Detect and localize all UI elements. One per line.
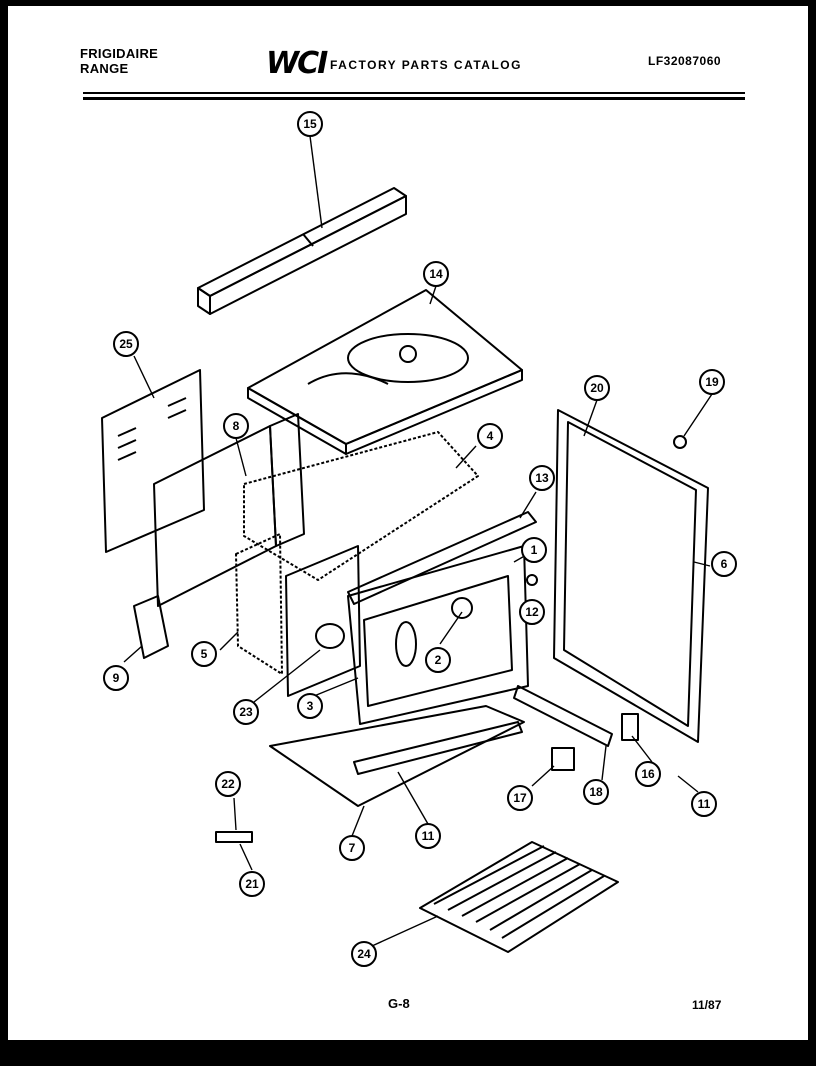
model-number: LF32087060 [648, 54, 722, 68]
callout-5: 5 [191, 641, 217, 667]
callout-label: 17 [513, 791, 527, 805]
page-code: G-8 [388, 996, 410, 1011]
callout-22: 22 [215, 771, 241, 797]
callout-label: 8 [233, 419, 240, 433]
callout-17: 17 [507, 785, 533, 811]
callout-15: 15 [297, 111, 323, 137]
callout-label: 16 [641, 767, 655, 781]
callout-label: 11 [422, 829, 435, 843]
callout-label: 5 [201, 647, 208, 661]
callout-11: 11 [691, 791, 717, 817]
callout-21: 21 [239, 871, 265, 897]
part-side-insulation [235, 533, 283, 675]
callout-24: 24 [351, 941, 377, 967]
callout-8: 8 [223, 413, 249, 439]
callout-label: 15 [303, 117, 317, 131]
callout-label: 7 [349, 841, 356, 855]
part-clip [551, 747, 575, 771]
callout-label: 1 [531, 543, 538, 557]
callout-23: 23 [233, 699, 259, 725]
part-top-trim [197, 187, 407, 315]
part-slide [513, 685, 613, 747]
parts-sheet: FRIGIDAIRE RANGE WCI FACTORY PARTS CATAL… [8, 6, 808, 1040]
part-cooktop [247, 289, 523, 455]
callout-20: 20 [584, 375, 610, 401]
part-side-panel [153, 413, 305, 607]
part-back-panel [101, 369, 205, 553]
callout-3: 3 [297, 693, 323, 719]
callout-label: 23 [239, 705, 253, 719]
callout-2: 2 [425, 647, 451, 673]
part-bracket [133, 595, 169, 659]
callout-label: 19 [705, 375, 719, 389]
callout-11: 11 [415, 823, 441, 849]
callout-label: 12 [525, 605, 539, 619]
callout-label: 3 [307, 699, 314, 713]
product-type: RANGE [80, 61, 129, 76]
date-code: 11/87 [692, 998, 722, 1012]
part-frame-trim [347, 511, 537, 605]
callout-label: 21 [245, 877, 259, 891]
callout-label: 22 [221, 777, 235, 791]
catalog-title: FACTORY PARTS CATALOG [330, 58, 522, 72]
part-oven-liner [285, 545, 361, 697]
part-bottom-panel [269, 705, 525, 807]
callout-25: 25 [113, 331, 139, 357]
part-bottom-rail [353, 721, 523, 775]
part-front-frame [347, 545, 529, 725]
callout-label: 9 [113, 671, 120, 685]
wci-logo: WCI [266, 46, 328, 81]
callout-label: 4 [487, 429, 494, 443]
callout-1: 1 [521, 537, 547, 563]
part-plug [673, 435, 687, 449]
callout-label: 14 [429, 267, 443, 281]
callout-label: 25 [119, 337, 133, 351]
part-leveler [215, 831, 253, 843]
callout-label: 24 [357, 947, 371, 961]
callout-13: 13 [529, 465, 555, 491]
callout-label: 13 [535, 471, 549, 485]
header-rule-thick [83, 97, 745, 100]
exploded-diagram: 1514258420191316125923231617181122711212… [101, 111, 737, 967]
part-grommet [526, 574, 538, 586]
part-oven-rack [419, 841, 619, 953]
callout-16: 16 [635, 761, 661, 787]
callout-9: 9 [103, 665, 129, 691]
callout-label: 20 [590, 381, 604, 395]
part-right-side-panel [553, 409, 709, 743]
callout-label: 6 [721, 557, 728, 571]
leader-lines [123, 135, 713, 947]
callout-14: 14 [423, 261, 449, 287]
callout-18: 18 [583, 779, 609, 805]
callout-label: 2 [435, 653, 442, 667]
part-insulation [243, 431, 479, 581]
callout-4: 4 [477, 423, 503, 449]
brand-name: FRIGIDAIRE [80, 46, 159, 61]
header-rule [83, 92, 745, 94]
callout-12: 12 [519, 599, 545, 625]
callout-label: 18 [589, 785, 603, 799]
callout-6: 6 [711, 551, 737, 577]
callout-7: 7 [339, 835, 365, 861]
callout-label: 11 [698, 797, 711, 811]
part-hinge [621, 713, 639, 741]
callout-19: 19 [699, 369, 725, 395]
